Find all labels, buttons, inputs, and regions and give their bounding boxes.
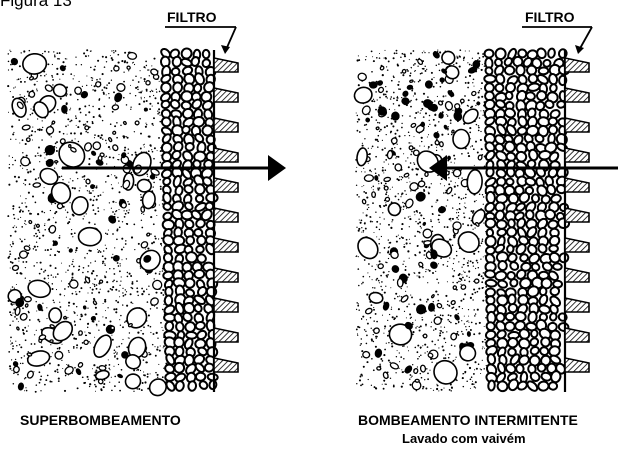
subcaption-lavado-com-vaivem: Lavado com vaivém [402,431,526,446]
caption-bombeamento-intermitente: BOMBEAMENTO INTERMITENTE [358,412,578,428]
caption-superbombeamento: SUPERBOMBEAMENTO [20,412,181,428]
filter-label-group: FILTRO [165,9,237,54]
gravel-pebbles [7,51,167,397]
filter-screen [563,50,590,392]
right-panel: FILTRO BOMBEAMENTO INTERMITENTE Lavado c… [353,9,618,446]
filter-label-group: FILTRO [522,9,593,54]
outflow-arrow [62,155,286,181]
left-panel: FILTRO SUPERBOMBEAMENTO [7,9,286,428]
gravel-pack-near-filter [483,47,571,393]
filter-label: FILTRO [167,9,217,25]
filter-label: FILTRO [525,9,575,25]
figure-label: Figura 13 [0,0,72,10]
gravel-pack-near-filter [159,47,220,392]
inflow-arrow [429,155,618,181]
filter-screen [212,50,239,392]
